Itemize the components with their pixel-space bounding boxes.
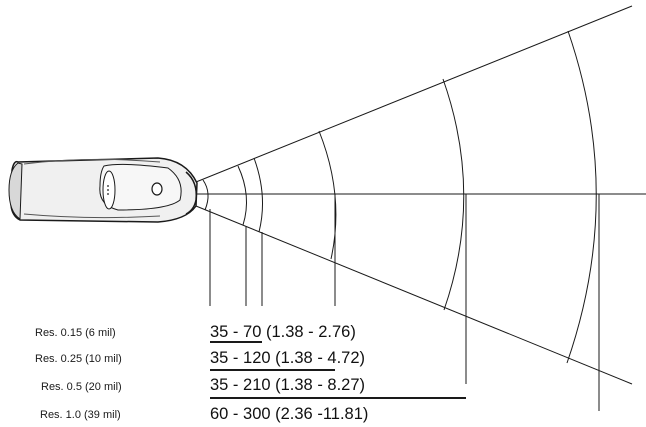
barcode-scanner-icon [8, 157, 198, 223]
range-value-1: 35 - 70 (1.38 - 2.76) [210, 323, 356, 341]
resolution-label-2: Res. 0.25 (10 mil) [35, 353, 122, 365]
scanner-button [151, 182, 163, 196]
field-lower-edge [195, 205, 633, 385]
resolution-label-3: Res. 0.5 (20 mil) [41, 381, 122, 393]
resolution-label-1: Res. 0.15 (6 mil) [35, 327, 116, 339]
field-arc-3 [253, 157, 263, 233]
field-upper-edge [195, 5, 633, 183]
scanner-led-dot-1 [107, 185, 109, 187]
range-value-3: 35 - 210 (1.38 - 8.27) [210, 376, 365, 394]
resolution-label-4: Res. 1.0 (39 mil) [40, 409, 121, 421]
field-arc-1 [202, 179, 209, 211]
scanner-trigger [102, 170, 116, 210]
scanner-led-dot-3 [107, 193, 109, 195]
field-arc-6 [566, 30, 597, 364]
field-arc-5 [442, 78, 465, 311]
range-value-2: 35 - 120 (1.38 - 4.72) [210, 349, 365, 367]
scanner-window [99, 163, 182, 211]
field-arc-2 [237, 165, 248, 226]
scan-field [180, 5, 646, 411]
scanner-led-dot-2 [107, 189, 109, 191]
range-value-4: 60 - 300 (2.36 -11.81) [210, 405, 368, 423]
scanner-side-grip [8, 162, 23, 220]
field-arc-4 [318, 130, 337, 260]
scanner-top-ridge [23, 158, 161, 165]
scanner-bottom-ridge [23, 213, 161, 219]
scanner-nose [185, 171, 198, 215]
